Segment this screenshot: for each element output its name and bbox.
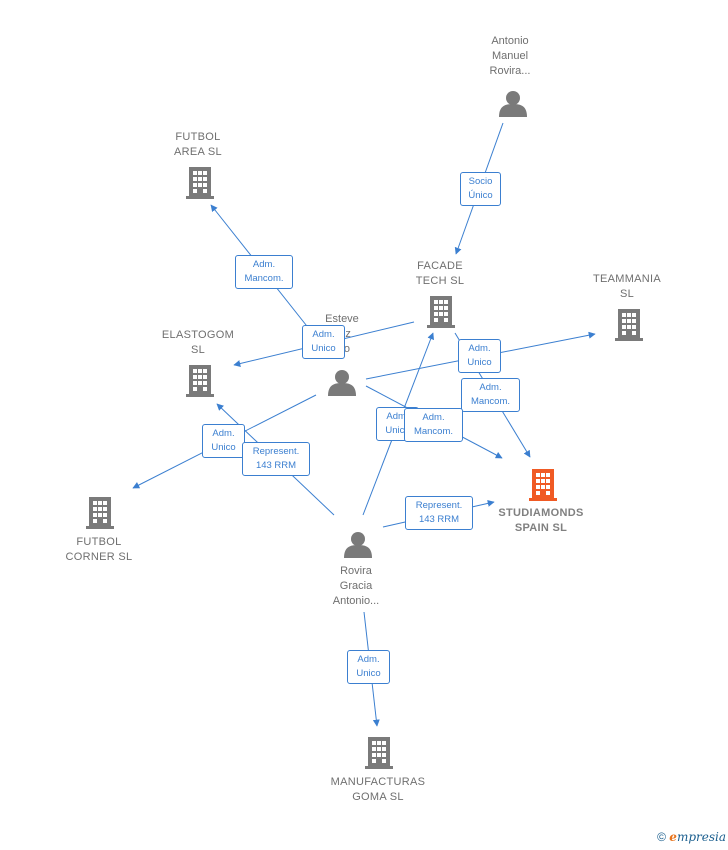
node-label-antonio-manuel[interactable]: Antonio Manuel Rovira...: [489, 35, 531, 77]
node-label-rovira-gracia[interactable]: Rovira Gracia Antonio...: [332, 565, 380, 607]
edge-label-adm-unico: Adm. Unico: [347, 650, 390, 684]
building-icon[interactable]: [365, 737, 393, 769]
node-label-teammania[interactable]: TEAMMANIA SL: [592, 273, 662, 300]
node-label-facade-tech[interactable]: FACADE TECH SL: [415, 260, 465, 287]
building-icon[interactable]: [427, 296, 455, 328]
empresia-logo[interactable]: © empresia: [657, 830, 726, 844]
building-icon[interactable]: [186, 167, 214, 199]
building-icon[interactable]: [186, 365, 214, 397]
person-icon[interactable]: [499, 91, 527, 117]
brand-name: mpresia: [676, 830, 726, 844]
building-icon[interactable]: [529, 469, 557, 501]
edge-label-adm-mancom: Adm. Mancom.: [404, 408, 463, 442]
node-label-studiamonds[interactable]: STUDIAMONDS SPAIN SL: [498, 507, 584, 534]
building-icon[interactable]: [615, 309, 643, 341]
node-label-futbol-area[interactable]: FUTBOL AREA SL: [174, 131, 222, 158]
edge-label-represent: Represent. 143 RRM: [242, 442, 310, 476]
edge-label-adm-mancom: Adm. Mancom.: [461, 378, 520, 412]
person-icon[interactable]: [328, 370, 356, 396]
building-icon[interactable]: [86, 497, 114, 529]
person-icon[interactable]: [344, 532, 372, 558]
edge-label-adm-mancom: Adm. Mancom.: [235, 255, 293, 289]
copyright-icon: ©: [657, 830, 666, 844]
edge-label-adm-unico: Adm. Unico: [458, 339, 501, 373]
brand-initial: e: [669, 830, 677, 844]
node-label-elastogom[interactable]: ELASTOGOM SL: [161, 329, 235, 356]
edge-label-socio-unico: Socio Único: [460, 172, 501, 206]
edge-label-adm-unico: Adm. Unico: [302, 325, 345, 359]
node-label-futbol-corner[interactable]: FUTBOL CORNER SL: [65, 536, 133, 563]
edge-label-represent: Represent. 143 RRM: [405, 496, 473, 530]
node-label-manufacturas[interactable]: MANUFACTURAS GOMA SL: [330, 776, 426, 803]
edge-label-adm-unico: Adm. Unico: [202, 424, 245, 458]
